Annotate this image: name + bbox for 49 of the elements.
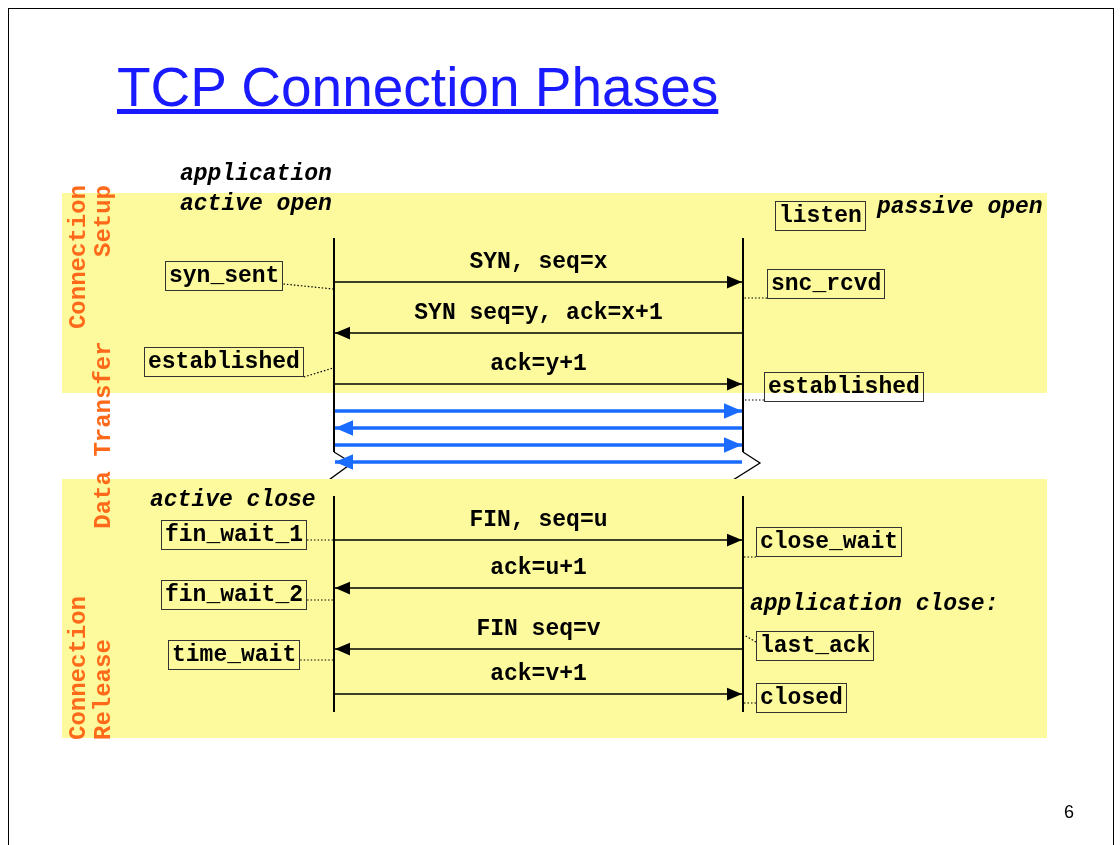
message-arrow [334, 687, 743, 701]
timeline [742, 238, 744, 712]
message-arrow [334, 326, 743, 340]
leader-line [743, 399, 765, 401]
state-box: closed [756, 683, 847, 713]
annotation: application close: [750, 590, 999, 618]
leader-line [743, 634, 757, 643]
message-arrow [334, 275, 743, 289]
slide-title: TCP Connection Phases [117, 55, 719, 120]
state-note: passive open [877, 193, 1043, 221]
message-arrow [335, 437, 742, 453]
leader-line [306, 599, 334, 601]
phase-label: Data Transfer [91, 340, 118, 531]
message-arrow [334, 642, 743, 656]
state-box: last_ack [756, 631, 875, 661]
leader-line [743, 556, 757, 558]
message-label: FIN seq=v [476, 615, 601, 643]
message-arrow [334, 377, 743, 391]
leader-line [306, 539, 334, 541]
message-arrow [335, 403, 742, 419]
state-box: fin_wait_1 [161, 520, 308, 550]
timeline [333, 238, 335, 712]
message-label: SYN, seq=x [469, 248, 608, 276]
leader-line [282, 283, 334, 290]
message-label: FIN, seq=u [469, 506, 608, 534]
state-box: syn_sent [165, 261, 284, 291]
message-label: ack=u+1 [490, 554, 587, 582]
message-arrow [335, 420, 742, 436]
state-box: close_wait [756, 527, 903, 557]
leader-line [743, 702, 757, 704]
message-arrow [335, 454, 742, 470]
state-box: listen [775, 201, 866, 231]
state-box: fin_wait_2 [161, 580, 308, 610]
message-label: SYN seq=y, ack=x+1 [414, 299, 663, 327]
state-box: established [764, 372, 924, 402]
page-number: 6 [1064, 801, 1074, 824]
state-box: time_wait [168, 640, 301, 670]
message-arrow [334, 533, 743, 547]
annotation: application active open [180, 160, 333, 219]
state-box: snc_rcvd [767, 269, 886, 299]
message-label: ack=v+1 [490, 660, 587, 688]
annotation: active close [150, 486, 316, 514]
phase-label: Connection Release [65, 594, 116, 740]
leader-line [743, 297, 768, 299]
leader-line [303, 367, 334, 378]
message-label: ack=y+1 [490, 350, 587, 378]
message-arrow [334, 581, 743, 595]
state-box: established [144, 347, 304, 377]
leader-line [299, 659, 334, 661]
